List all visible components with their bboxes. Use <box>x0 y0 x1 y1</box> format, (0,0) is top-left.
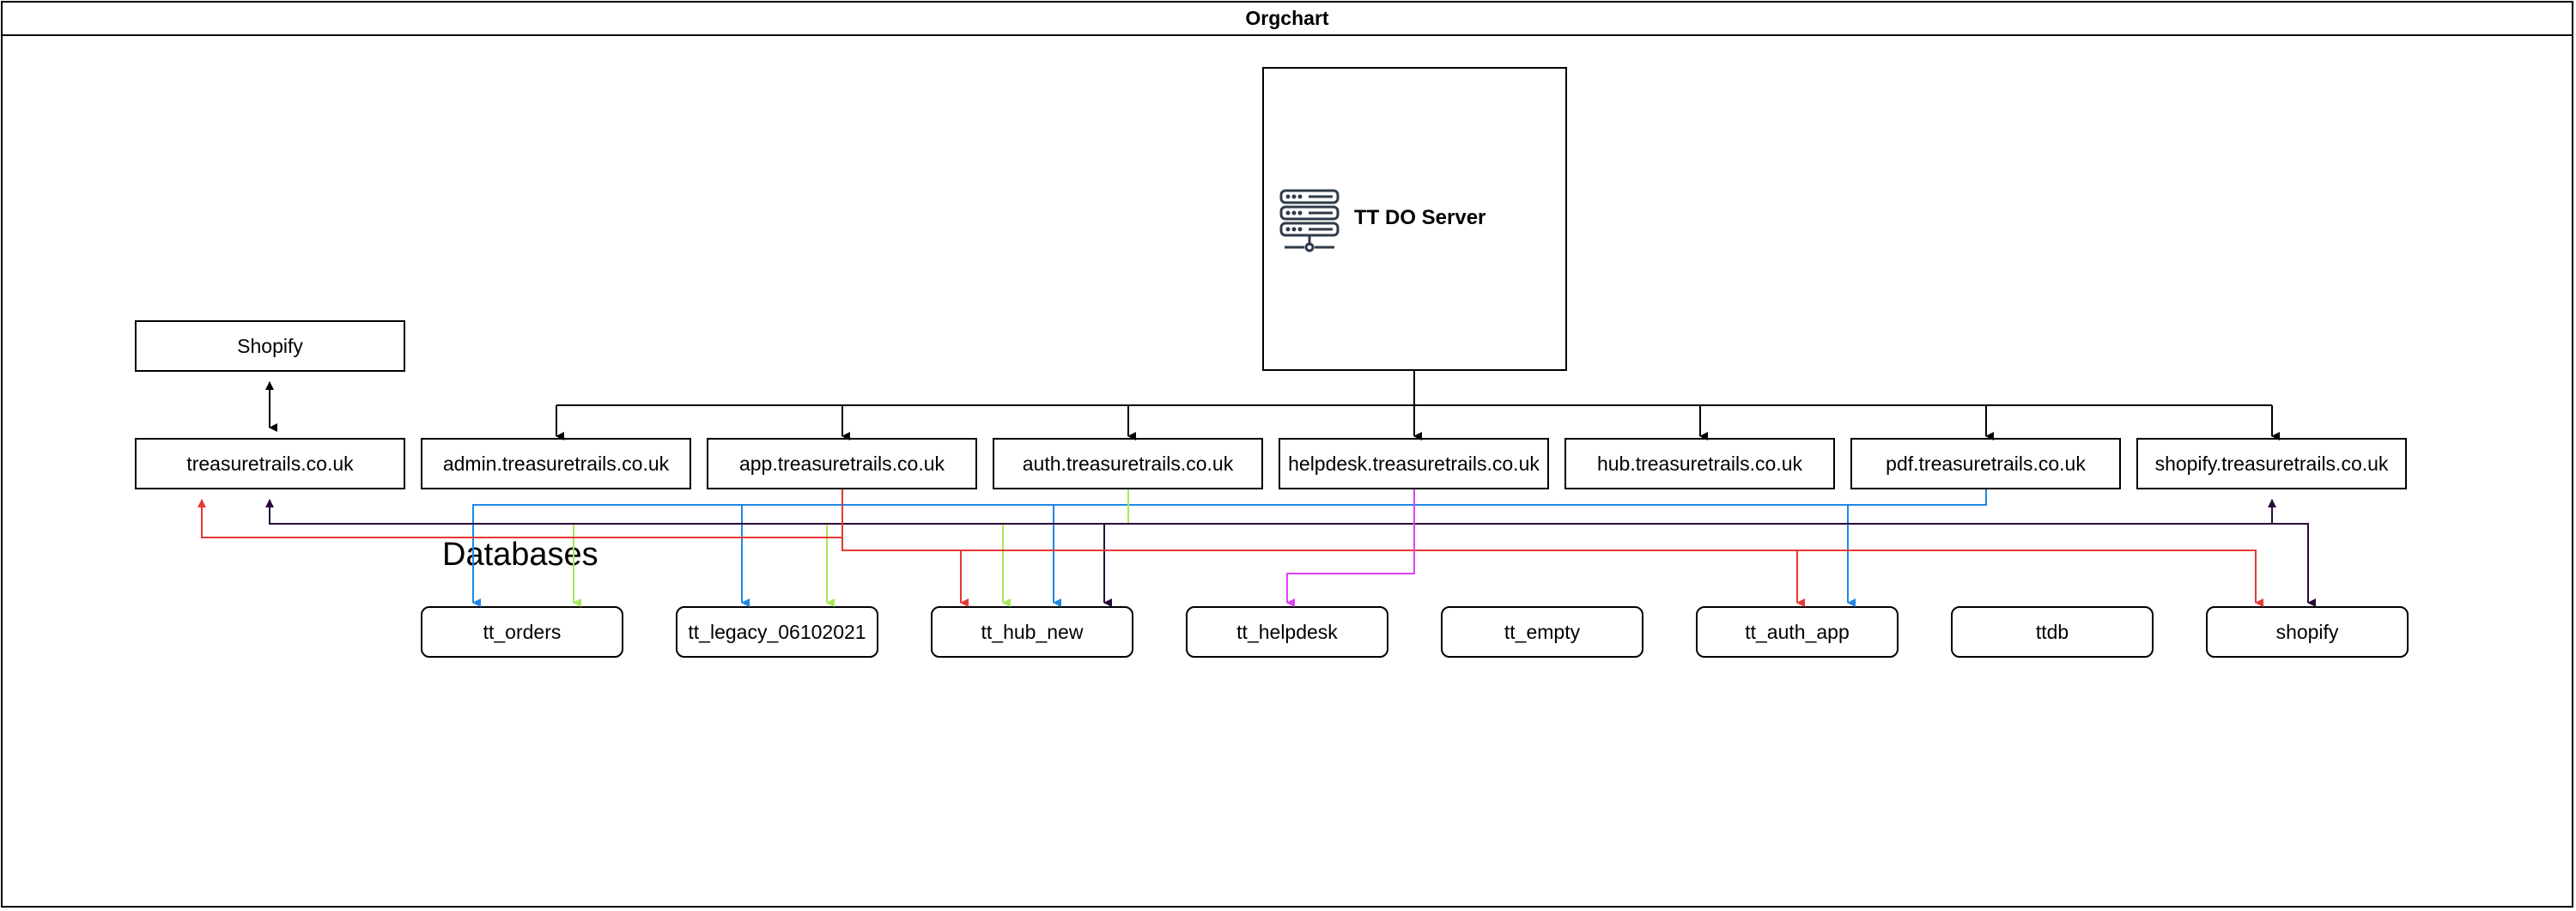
root-site-box[interactable]: treasuretrails.co.uk <box>135 438 405 489</box>
subdomain-box-admin[interactable]: admin.treasuretrails.co.uk <box>421 438 691 489</box>
db-box-tt-legacy[interactable]: tt_legacy_06102021 <box>676 606 878 658</box>
db-box-tt-empty[interactable]: tt_empty <box>1441 606 1643 658</box>
db-box-shopify[interactable]: shopify <box>2206 606 2409 658</box>
shopify-box[interactable]: Shopify <box>135 320 405 372</box>
subdomain-box-shopify[interactable]: shopify.treasuretrails.co.uk <box>2136 438 2407 489</box>
db-box-ttdb[interactable]: ttdb <box>1951 606 2154 658</box>
orgchart-title: Orgchart <box>3 3 2572 36</box>
subdomain-box-auth[interactable]: auth.treasuretrails.co.uk <box>993 438 1263 489</box>
subdomain-box-helpdesk[interactable]: helpdesk.treasuretrails.co.uk <box>1279 438 1549 489</box>
server-box[interactable]: TT DO Server <box>1262 67 1567 371</box>
db-box-tt-auth-app[interactable]: tt_auth_app <box>1696 606 1899 658</box>
db-box-tt-helpdesk[interactable]: tt_helpdesk <box>1186 606 1388 658</box>
databases-label: Databases <box>442 537 598 573</box>
db-box-tt-hub-new[interactable]: tt_hub_new <box>931 606 1133 658</box>
db-box-tt-orders[interactable]: tt_orders <box>421 606 623 658</box>
server-icon <box>1279 189 1340 252</box>
server-label: TT DO Server <box>1354 206 1486 229</box>
subdomain-box-hub[interactable]: hub.treasuretrails.co.uk <box>1564 438 1835 489</box>
subdomain-box-app[interactable]: app.treasuretrails.co.uk <box>707 438 977 489</box>
subdomain-box-pdf[interactable]: pdf.treasuretrails.co.uk <box>1850 438 2121 489</box>
